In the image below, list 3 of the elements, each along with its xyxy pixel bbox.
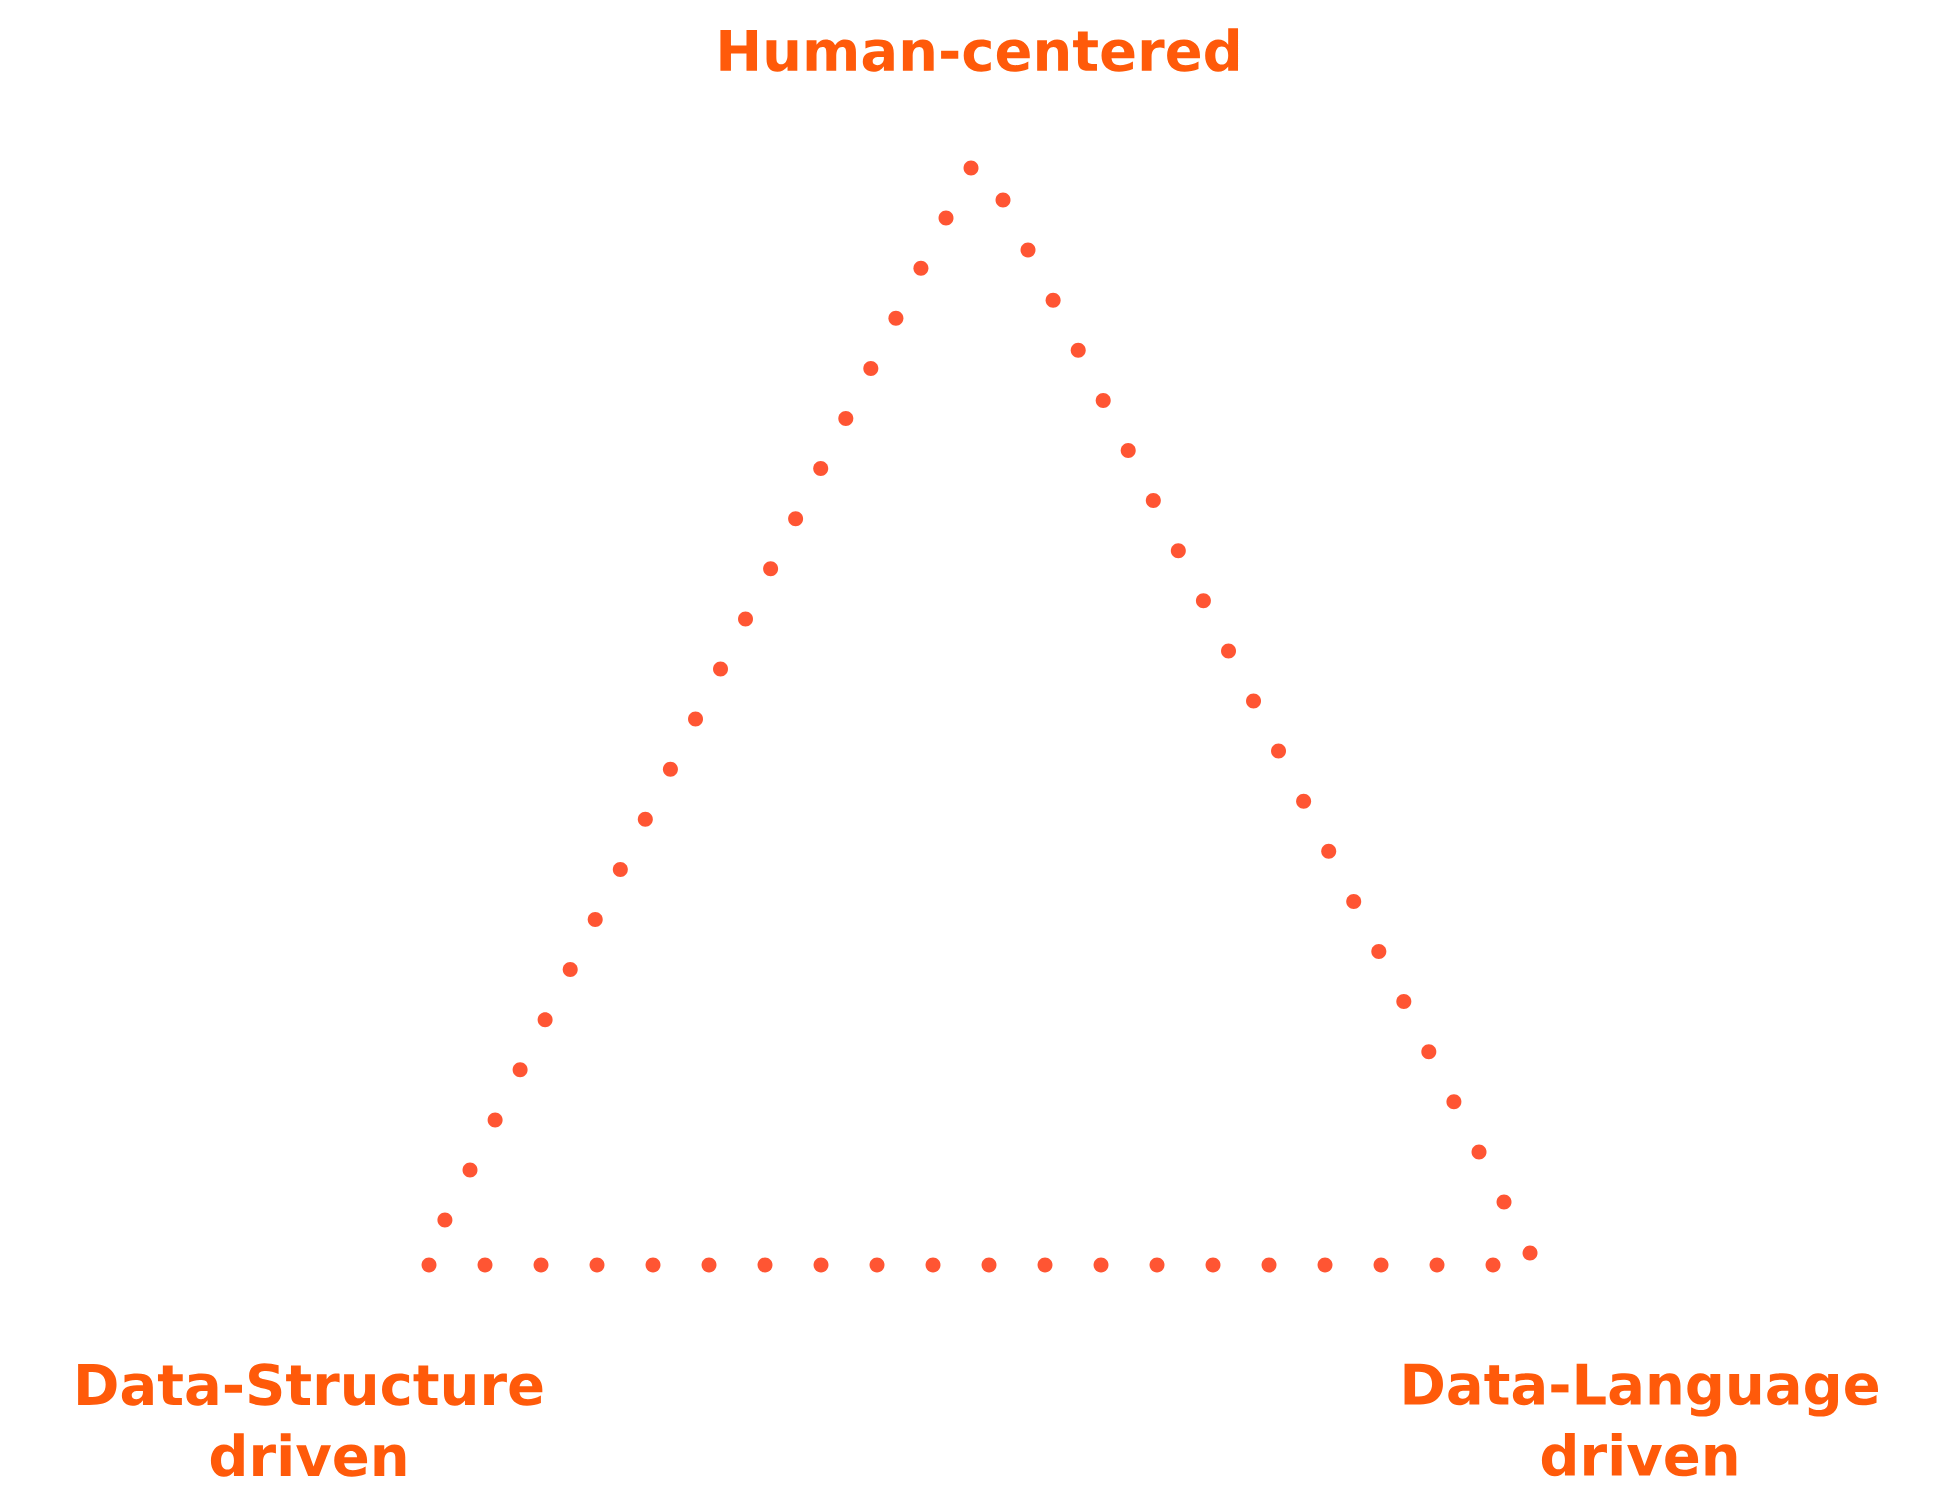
corner-label: Data-Language driven [1404, 1363, 1878, 1477]
corner-label: Data-Structure driven [78, 1363, 543, 1477]
corner-label: Human-centered [720, 28, 1239, 72]
